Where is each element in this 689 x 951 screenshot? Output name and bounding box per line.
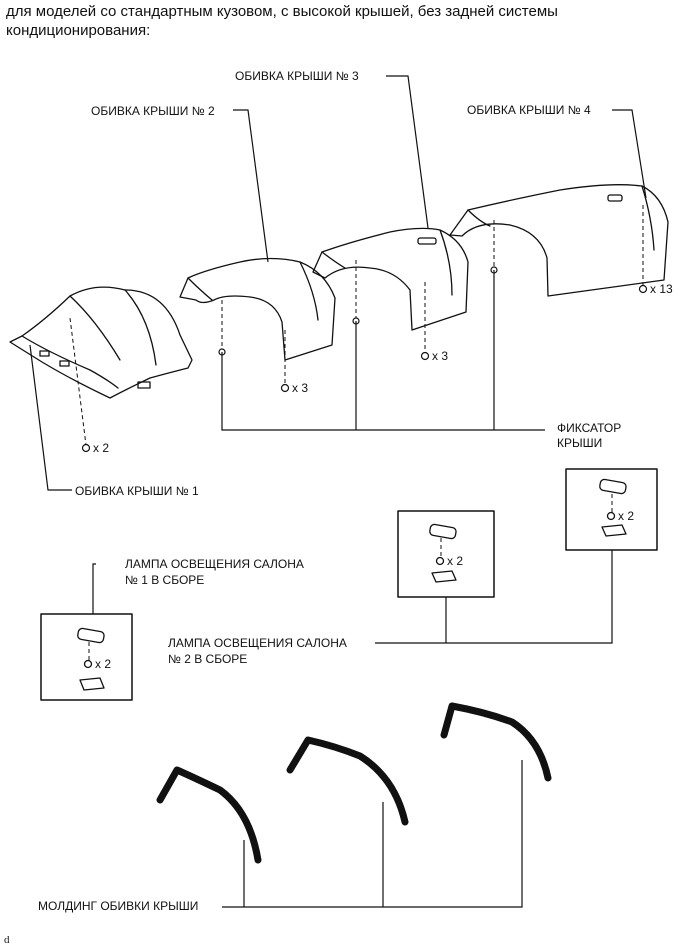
- label-lamp-2-line2: № 2 В СБОРЕ: [168, 652, 248, 666]
- screw-icon: [420, 351, 430, 361]
- label-headliner-3: ОБИВКА КРЫШИ № 3: [235, 69, 359, 83]
- qty-lamp-2b-screws: x 2: [618, 509, 635, 523]
- molding-3: [440, 702, 552, 782]
- screw-icon: [280, 383, 290, 393]
- label-headliner-1: ОБИВКА КРЫШИ № 1: [75, 484, 199, 498]
- lamp-2b-parts: [599, 478, 627, 537]
- headliner-4-part: [449, 184, 669, 297]
- qty-h4-screws: x 13: [650, 282, 673, 296]
- headliner-3-part: [312, 227, 469, 331]
- label-roof-clip-line2: КРЫШИ: [557, 436, 603, 450]
- label-lamp-2-line1: ЛАМПА ОСВЕЩЕНИЯ САЛОНА: [168, 636, 347, 650]
- qty-h3-screws: x 3: [432, 349, 449, 363]
- qty-lamp-1-screws: x 2: [95, 657, 112, 671]
- lamp-1-parts: [77, 627, 105, 691]
- headliner-2-part: [179, 257, 336, 361]
- figure-code: d: [4, 934, 10, 946]
- label-molding: МОЛДИНГ ОБИВКИ КРЫШИ: [38, 899, 199, 913]
- molding-2: [286, 736, 409, 826]
- molding-1: [156, 766, 262, 864]
- diagram-caption: для моделей со стандартным кузовом, с вы…: [6, 3, 558, 39]
- label-headliner-2: ОБИВКА КРЫШИ № 2: [91, 104, 215, 118]
- label-headliner-4: ОБИВКА КРЫШИ № 4: [467, 103, 591, 117]
- lamp-2a-box: [397, 510, 495, 598]
- screw-icon: [81, 443, 91, 453]
- qty-h2-screws: x 3: [292, 381, 309, 395]
- qty-h1-screws: x 2: [93, 441, 110, 455]
- label-lamp-1-line1: ЛАМПА ОСВЕЩЕНИЯ САЛОНА: [125, 557, 304, 571]
- screw-icon: [638, 284, 648, 294]
- lamp-2a-parts: [429, 523, 457, 583]
- label-roof-clip-line1: ФИКСАТОР: [557, 421, 622, 435]
- qty-lamp-2a-screws: x 2: [447, 554, 464, 568]
- label-lamp-1-line2: № 1 В СБОРЕ: [125, 573, 205, 587]
- lamp-1-box: [40, 613, 133, 701]
- headliner-1-part: [9, 286, 193, 399]
